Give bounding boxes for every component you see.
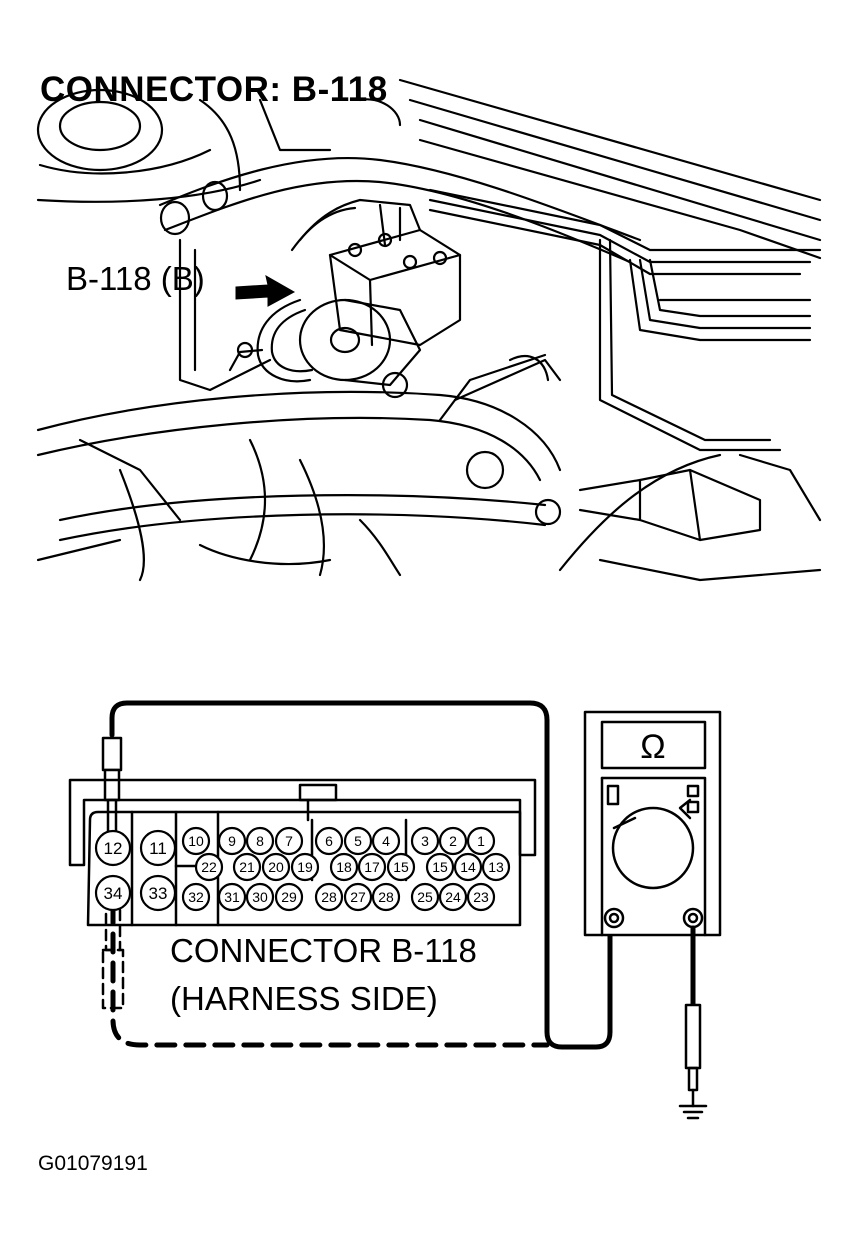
multimeter bbox=[583, 710, 722, 937]
connector-pin-28 bbox=[314, 882, 344, 912]
connector-pin-6 bbox=[314, 826, 344, 856]
connector-pin-16 bbox=[386, 852, 416, 882]
connector-pin-label-34: 34 bbox=[104, 884, 123, 903]
connector-pin-label-25: 25 bbox=[417, 889, 433, 905]
connector-pin-label-9: 9 bbox=[228, 833, 236, 849]
connector-pin-29 bbox=[274, 882, 304, 912]
connector-pin-label-3: 3 bbox=[421, 833, 429, 849]
connector-pin-label-17: 17 bbox=[364, 859, 380, 875]
connector-pin-label-23: 23 bbox=[473, 889, 489, 905]
connector-pin-7 bbox=[274, 826, 304, 856]
connector-pin-10 bbox=[181, 826, 211, 856]
connector-caption: CONNECTOR B-118 bbox=[170, 932, 477, 969]
engine-bay-illustration bbox=[36, 78, 822, 582]
connector-pin-14 bbox=[453, 852, 483, 882]
connector-pin-1 bbox=[466, 826, 496, 856]
dashed-test-lead bbox=[110, 902, 550, 1048]
connector-pin-25 bbox=[410, 882, 440, 912]
connector-pin-5 bbox=[343, 826, 373, 856]
connector-pin-label-30: 30 bbox=[252, 889, 268, 905]
connector-pin-17 bbox=[357, 852, 387, 882]
connector-pin-4 bbox=[371, 826, 401, 856]
connector-pin-label-26: 28 bbox=[378, 889, 394, 905]
connector-pin-label-22: 22 bbox=[201, 859, 217, 875]
connector-pin-label-6: 6 bbox=[325, 833, 333, 849]
connector-pin-label-20: 20 bbox=[268, 859, 284, 875]
connector-pin-label-31: 31 bbox=[224, 889, 240, 905]
connector-pin-23 bbox=[466, 882, 496, 912]
connector-pin-31 bbox=[217, 882, 247, 912]
connector-pin-label-18: 18 bbox=[336, 859, 352, 875]
connector-pin-22 bbox=[194, 852, 224, 882]
connector-pin-label-14: 14 bbox=[460, 859, 476, 875]
connector-pin-label-12: 12 bbox=[104, 839, 123, 858]
connector-pin-32 bbox=[181, 882, 211, 912]
connector-pin-21 bbox=[232, 852, 262, 882]
ohm-symbol: Ω bbox=[640, 728, 665, 766]
connector-pin-11 bbox=[139, 829, 177, 867]
connector-pin-label-13: 13 bbox=[488, 859, 504, 875]
connector-pin-label-8: 8 bbox=[256, 833, 264, 849]
solid-test-lead bbox=[109, 700, 613, 1050]
test-setup bbox=[68, 700, 722, 1120]
connector-pin-label-29: 29 bbox=[281, 889, 297, 905]
connector-pin-24 bbox=[438, 882, 468, 912]
connector-pin-18 bbox=[329, 852, 359, 882]
meter-jack-com bbox=[603, 907, 625, 929]
connector-pins: 1112333412345678910131415151718192021222… bbox=[94, 826, 511, 912]
connector-pin-20 bbox=[261, 852, 291, 882]
figure-id: G01079191 bbox=[38, 1152, 148, 1175]
connector-pin-label-11: 11 bbox=[149, 839, 167, 858]
connector-pin-label-2: 2 bbox=[449, 833, 457, 849]
connector-caption-side: (HARNESS SIDE) bbox=[170, 980, 438, 1017]
connector-pin-label-5: 5 bbox=[354, 833, 362, 849]
connector-pin-13 bbox=[481, 852, 511, 882]
connector-pin-30 bbox=[245, 882, 275, 912]
callout-arrow-icon bbox=[235, 275, 296, 307]
connector-pin-label-33: 33 bbox=[149, 884, 168, 903]
connector-pin-label-16: 15 bbox=[393, 859, 409, 875]
connector-pin-12 bbox=[94, 829, 132, 867]
connector-pin-label-32: 32 bbox=[188, 889, 204, 905]
connector-pin-9 bbox=[217, 826, 247, 856]
connector-callout-label: B-118 (B) bbox=[66, 260, 205, 297]
connector-pin-label-1: 1 bbox=[477, 833, 485, 849]
ground-lead bbox=[678, 925, 708, 1120]
connector-pin-label-19: 19 bbox=[297, 859, 313, 875]
connector-pin-26 bbox=[371, 882, 401, 912]
connector-pin-34 bbox=[94, 874, 132, 912]
connector-pin-label-7: 7 bbox=[285, 833, 293, 849]
page-title: CONNECTOR: B-118 bbox=[40, 70, 388, 109]
connector-pin-label-27: 27 bbox=[350, 889, 366, 905]
connector-pin-33 bbox=[139, 874, 177, 912]
connector-pin-label-21: 21 bbox=[239, 859, 255, 875]
connector-pin-8 bbox=[245, 826, 275, 856]
connector-pin-19 bbox=[290, 852, 320, 882]
connector-pin-label-15: 15 bbox=[432, 859, 448, 875]
connector-pin-3 bbox=[410, 826, 440, 856]
connector-pin-label-4: 4 bbox=[382, 833, 390, 849]
probe-pin-12 bbox=[101, 736, 123, 842]
connector-pin-2 bbox=[438, 826, 468, 856]
connector-pin-label-24: 24 bbox=[445, 889, 461, 905]
connector-pin-label-28: 28 bbox=[321, 889, 337, 905]
connector-pin-27 bbox=[343, 882, 373, 912]
connector-pin-15 bbox=[425, 852, 455, 882]
connector-pin-label-10: 10 bbox=[188, 833, 204, 849]
